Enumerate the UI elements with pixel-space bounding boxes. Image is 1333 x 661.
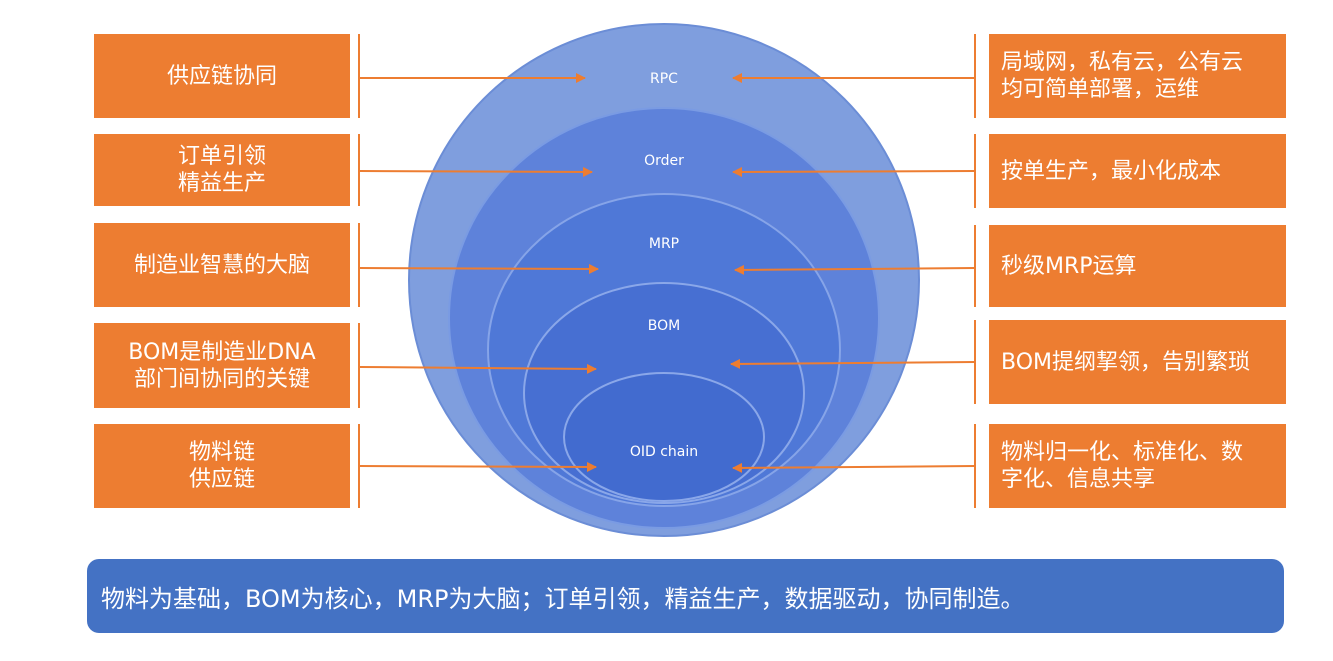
left-bracket-1 — [358, 34, 360, 118]
left-box-3-text: 制造业智慧的大脑 — [133, 252, 310, 278]
arrow-left-5 — [359, 461, 597, 472]
right-box-4-text: BOM提纲挈领，告别繁琐 — [1001, 349, 1251, 375]
summary-banner-text: 物料为基础，BOM为核心，MRP为大脑；订单引领，精益生产，数据驱动，协同制造。 — [101, 584, 1025, 613]
right-box-1-text: 局域网，私有云，公有云 均可简单部署，运维 — [1001, 50, 1244, 102]
right-bracket-4 — [974, 320, 976, 404]
left-bracket-3 — [358, 223, 360, 307]
right-bracket-1 — [974, 34, 976, 118]
left-box-2: 订单引领 精益生产 — [94, 134, 350, 206]
layer-label-bom: BOM — [648, 318, 680, 334]
right-box-2: 按单生产，最小化成本 — [989, 134, 1286, 208]
right-box-1: 局域网，私有云，公有云 均可简单部署，运维 — [989, 34, 1286, 118]
left-bracket-5 — [358, 424, 360, 508]
arrow-right-2 — [732, 166, 976, 177]
left-box-1: 供应链协同 — [94, 34, 350, 118]
right-box-2-text: 按单生产，最小化成本 — [1001, 158, 1222, 184]
right-box-4: BOM提纲挈领，告别繁琐 — [989, 320, 1286, 404]
summary-banner: 物料为基础，BOM为核心，MRP为大脑；订单引领，精益生产，数据驱动，协同制造。 — [87, 559, 1284, 633]
left-box-1-text: 供应链协同 — [166, 63, 277, 89]
arrow-left-2 — [359, 166, 593, 177]
left-box-5-text: 物料链 供应链 — [188, 440, 255, 492]
right-bracket-2 — [974, 134, 976, 208]
right-box-5: 物料归一化、标准化、数 字化、信息共享 — [989, 424, 1286, 508]
layer-label-mrp: MRP — [649, 236, 679, 252]
layer-label-rpc: RPC — [650, 71, 678, 87]
left-box-3: 制造业智慧的大脑 — [94, 223, 350, 307]
left-bracket-2 — [358, 134, 360, 206]
right-box-5-text: 物料归一化、标准化、数 字化、信息共享 — [1001, 440, 1244, 492]
layer-label-order: Order — [644, 153, 684, 169]
left-box-5: 物料链 供应链 — [94, 424, 350, 508]
arrow-left-3 — [359, 263, 599, 274]
right-bracket-3 — [974, 225, 976, 307]
right-bracket-5 — [974, 424, 976, 508]
arrow-right-3 — [734, 264, 976, 275]
right-box-3-text: 秒级MRP运算 — [1001, 253, 1137, 279]
arrow-right-5 — [732, 462, 976, 473]
layer-label-oid-chain: OID chain — [630, 444, 698, 460]
right-box-3: 秒级MRP运算 — [989, 225, 1286, 307]
layer-oid-ellipse — [563, 372, 765, 502]
left-box-4-text: BOM是制造业DNA 部门间协同的关键 — [128, 339, 316, 392]
arrow-right-4 — [730, 358, 976, 369]
left-box-2-text: 订单引领 精益生产 — [177, 144, 266, 196]
left-box-4: BOM是制造业DNA 部门间协同的关键 — [94, 323, 350, 408]
left-bracket-4 — [358, 323, 360, 408]
arrow-left-4 — [359, 363, 597, 374]
